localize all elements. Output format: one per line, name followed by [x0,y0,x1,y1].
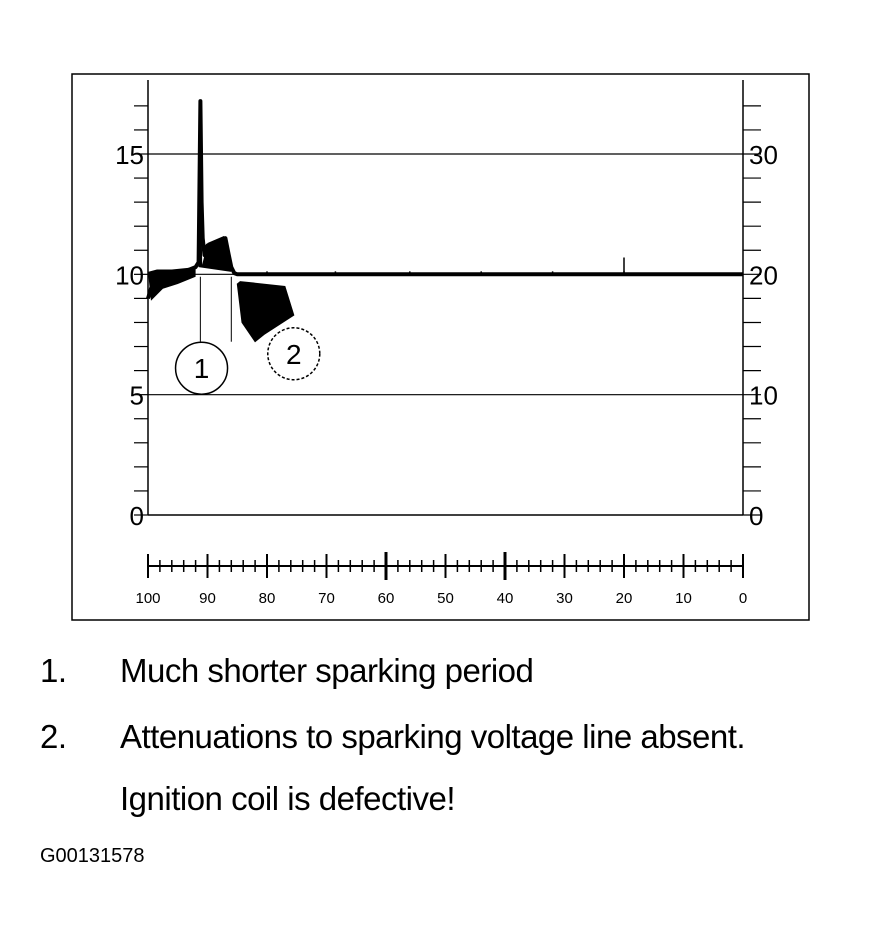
x-tick-label: 100 [135,590,160,607]
x-tick-label: 80 [259,590,276,607]
shaded-region [236,281,295,343]
annotation-1-label: 1 [194,353,210,384]
y-left-tick-label: 5 [130,381,144,411]
x-tick-label: 40 [497,590,514,607]
annotation-1-circle [174,341,229,395]
chart-frame [71,73,810,621]
x-tick-label: 10 [675,590,692,607]
note-2-text: Attenuations to sparking voltage line ab… [120,718,746,755]
x-tick-label: 50 [437,590,454,607]
x-tick-label: 0 [739,590,747,607]
y-right-tick-label: 20 [749,260,778,290]
note-1-number: 1. [40,652,67,689]
x-tick-label: 60 [378,590,395,607]
waveform-noise [148,267,196,301]
waveform-line [146,99,743,299]
waveform-spike-fill [198,101,232,272]
note-3-text: Ignition coil is defective! [120,780,456,817]
figure-id: G00131578 [40,845,145,867]
annotation-2-circle [267,327,321,381]
x-tick-label: 20 [616,590,633,607]
note-2-number: 2. [40,718,67,755]
y-left-tick-label: 10 [115,260,144,290]
x-tick-label: 90 [199,590,216,607]
y-right-tick-label: 0 [749,501,763,531]
note-1-text: Much shorter sparking period [120,652,534,689]
x-tick-label: 30 [556,590,573,607]
y-right-tick-label: 10 [749,381,778,411]
y-left-tick-label: 0 [130,501,144,531]
annotation-2-label: 2 [286,339,302,370]
y-left-tick-label: 15 [115,140,144,170]
y-right-tick-label: 30 [749,140,778,170]
x-tick-label: 70 [318,590,335,607]
